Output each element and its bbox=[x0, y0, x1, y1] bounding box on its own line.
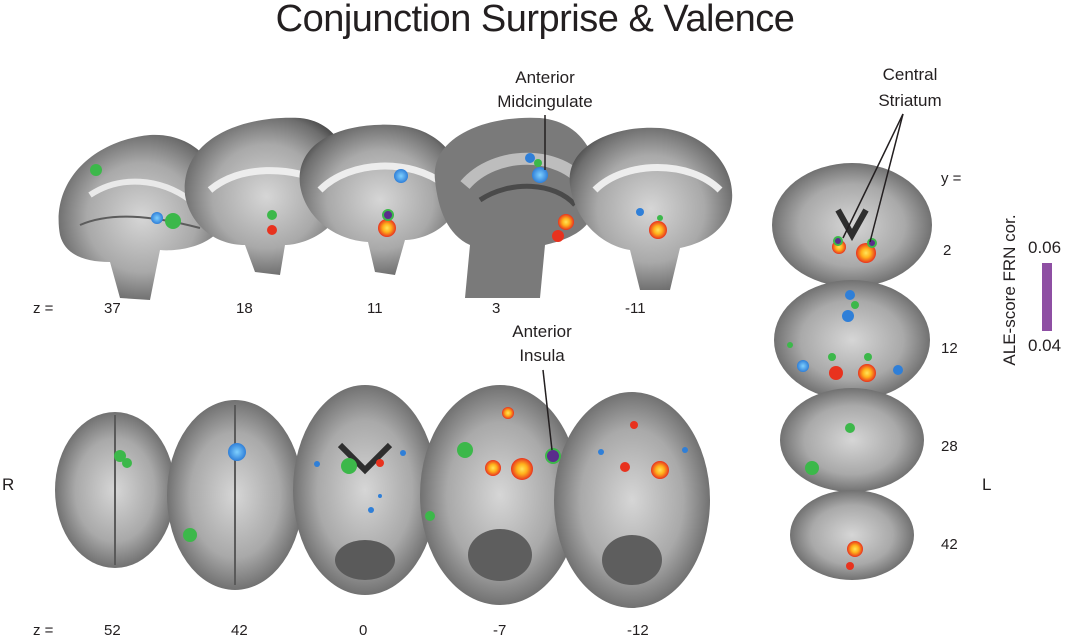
axial-slice-label: 42 bbox=[231, 622, 248, 639]
coronal-slice bbox=[774, 280, 930, 400]
coronal-slice-label: 12 bbox=[941, 340, 958, 357]
coronal-slice bbox=[780, 388, 924, 492]
annotation-line-1: Anterior bbox=[512, 322, 572, 341]
coronal-slice-label: 42 bbox=[941, 536, 958, 553]
sagittal-axis-label: z = bbox=[33, 300, 54, 317]
activation-blobs-axial bbox=[114, 407, 688, 542]
annotation-line-2: Midcingulate bbox=[497, 92, 593, 111]
axial-slice bbox=[55, 412, 175, 568]
figure-title: Conjunction Surprise & Valence bbox=[275, 0, 795, 40]
axial-slice-label: -12 bbox=[627, 622, 649, 639]
axial-slice-label: -7 bbox=[493, 622, 507, 639]
axial-slice bbox=[554, 392, 710, 608]
sagittal-slice-label: 3 bbox=[492, 300, 501, 317]
sagittal-slice bbox=[569, 127, 733, 290]
colorbar-min-label: 0.04 bbox=[1028, 336, 1062, 355]
orientation-right-label: R bbox=[2, 475, 15, 494]
sagittal-slice bbox=[299, 124, 461, 275]
axial-slice-label: 0 bbox=[359, 622, 368, 639]
axial-slice bbox=[167, 400, 303, 590]
axial-axis-label: z = bbox=[33, 622, 54, 639]
sagittal-slice bbox=[434, 117, 599, 298]
sagittal-slice bbox=[58, 134, 226, 300]
annotation-line-2: Striatum bbox=[878, 91, 942, 110]
colorbar-max-label: 0.06 bbox=[1028, 238, 1062, 257]
annotation-line-1: Central bbox=[882, 65, 938, 84]
annotation-central-striatum: Central Striatum bbox=[860, 62, 960, 114]
sagittal-slice-label: 11 bbox=[367, 300, 383, 317]
sagittal-slice-label: 37 bbox=[104, 300, 121, 317]
annotation-lines bbox=[542, 113, 904, 451]
annotation-line-1: Anterior bbox=[515, 68, 575, 87]
annotation-anterior-insula: Anterior Insula bbox=[494, 320, 590, 368]
activation-blobs-sagittal bbox=[90, 153, 667, 242]
sagittal-slice-label: 18 bbox=[236, 300, 253, 317]
coronal-slice bbox=[772, 163, 932, 287]
sagittal-slice-label: -11 bbox=[625, 300, 646, 317]
annotation-anterior-midcingulate: Anterior Midcingulate bbox=[490, 66, 600, 114]
axial-slice bbox=[293, 385, 437, 595]
coronal-slice-label: 28 bbox=[941, 438, 958, 455]
annotation-line-2: Insula bbox=[519, 346, 565, 365]
coronal-axis-label: y = bbox=[941, 170, 962, 187]
axial-slice-label: 52 bbox=[104, 622, 121, 639]
coronal-slice-label: 2 bbox=[943, 242, 952, 259]
activation-blobs-coronal bbox=[787, 236, 903, 570]
orientation-left-label: L bbox=[982, 475, 992, 494]
colorbar-swatch bbox=[1042, 263, 1052, 331]
axial-slice bbox=[420, 385, 580, 605]
coronal-slice bbox=[790, 490, 914, 580]
